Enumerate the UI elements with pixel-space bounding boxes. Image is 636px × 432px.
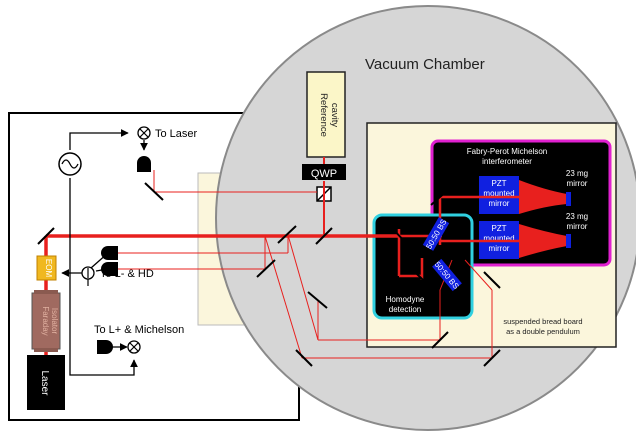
faraday-label-2: Isolator: [50, 308, 59, 335]
laser-label: Laser: [39, 370, 50, 396]
cavity-beam-2: [519, 224, 567, 258]
pzt-1-label-3: mirror: [489, 199, 510, 208]
faraday-label-1: Faraday: [41, 306, 50, 335]
mirror-23mg-1-label-2: mirror: [567, 179, 588, 188]
mirror-23mg-2-label-1: 23 mg: [566, 212, 588, 221]
to-l-minus-hd-label: To L- & HD: [100, 268, 154, 280]
pzt-2-label-3: mirror: [489, 244, 510, 253]
eom-label: EOM: [44, 259, 53, 278]
mirror-23mg-2: [566, 234, 571, 248]
vacuum-chamber-label: Vacuum Chamber: [365, 56, 485, 73]
pzt-2-label-1: PZT: [491, 224, 506, 233]
to-laser-label: To Laser: [155, 128, 198, 140]
homodyne-label-2: detection: [389, 305, 421, 314]
fp-michelson-label-2: interferometer: [482, 157, 532, 166]
eom: [36, 255, 57, 281]
cavity-beam-1: [519, 180, 567, 214]
photodetector-icon: [101, 246, 118, 260]
breadboard-label-1: suspended bread board: [503, 317, 582, 326]
mirror-23mg-1: [566, 192, 571, 206]
breadboard-label-2: as a double pendulum: [506, 327, 580, 336]
fp-michelson-label-1: Fabry-Perot Michelson: [467, 147, 547, 156]
to-l-plus-michelson-label: To L+ & Michelson: [94, 324, 184, 336]
photodetector-icon: [97, 340, 113, 354]
qwp-label: QWP: [311, 168, 337, 180]
reference-cavity-label-2: cavity: [329, 103, 340, 128]
reference-cavity: [306, 71, 346, 158]
pzt-2-label-2: mounted: [483, 234, 514, 243]
mirror-23mg-2-label-2: mirror: [567, 222, 588, 231]
photodetector-icon: [101, 262, 118, 276]
pzt-1-label-1: PZT: [491, 179, 506, 188]
mirror-23mg-1-label-1: 23 mg: [566, 169, 588, 178]
thin-laser-beams: [109, 170, 493, 359]
pzt-mirror-1: [479, 176, 519, 214]
pzt-1-label-2: mounted: [483, 189, 514, 198]
photodetector-icon: [137, 156, 151, 172]
reference-cavity-label-1: Reference: [318, 93, 329, 137]
laser: [27, 355, 65, 410]
homodyne-label-1: Homodyne: [386, 295, 425, 304]
qwp: [302, 164, 346, 180]
mirrors: [37, 182, 501, 367]
